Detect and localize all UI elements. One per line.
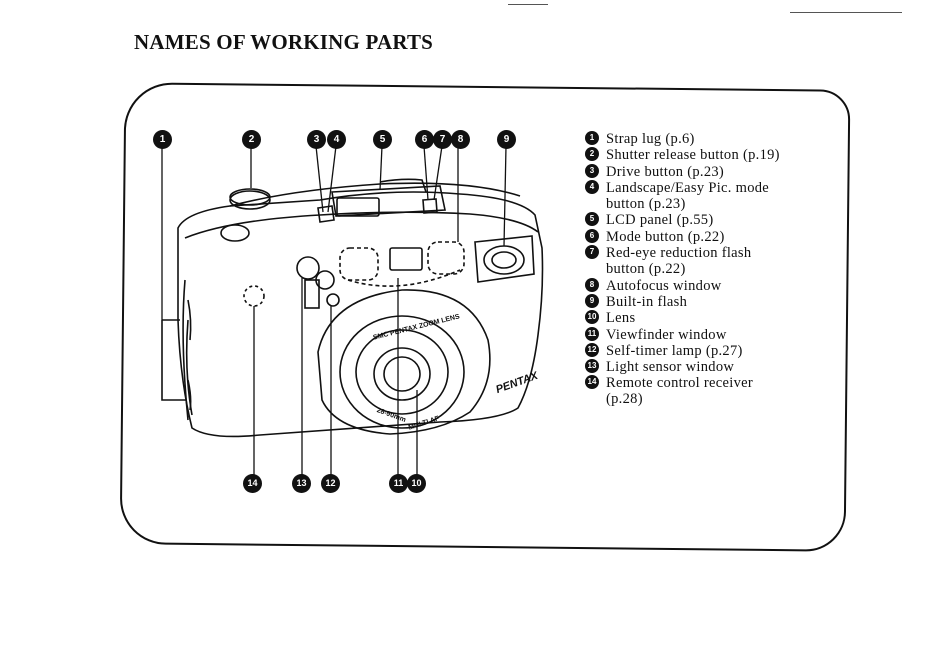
part-label: Shutter release button (p.19) xyxy=(606,147,780,164)
part-label: Lens xyxy=(606,310,636,327)
part-item: 12 Self-timer lamp (p.27) xyxy=(585,342,835,359)
part-item: 2 Shutter release button (p.19) xyxy=(585,147,835,163)
callout-10: 10 xyxy=(407,474,426,493)
part-label: LCD panel (p.55) xyxy=(606,212,714,229)
part-item: 7 Red-eye reduction flash button (p.22) xyxy=(585,245,835,278)
part-item: 11 Viewfinder window xyxy=(585,326,835,343)
callout-2: 2 xyxy=(242,130,261,149)
part-label-cont: button (p.23) xyxy=(606,195,686,212)
part-label: Mode button (p.22) xyxy=(606,228,725,245)
part-number: 1 xyxy=(585,131,599,145)
callout-14: 14 xyxy=(243,474,262,493)
callout-3: 3 xyxy=(307,130,326,149)
part-item: 10 Lens xyxy=(585,310,835,326)
part-item: 3 Drive button (p.23) xyxy=(585,163,835,180)
part-label: Strap lug (p.6) xyxy=(606,131,695,147)
part-label: Light sensor window xyxy=(606,359,735,376)
part-number: 3 xyxy=(585,163,599,178)
callout-6: 6 xyxy=(415,130,434,149)
part-label: Self-timer lamp (p.27) xyxy=(606,342,743,359)
part-label: Drive button (p.23) xyxy=(606,163,725,180)
part-label: Landscape/Easy Pic. mode xyxy=(606,179,770,196)
camera-illustration xyxy=(161,145,544,482)
part-number: 5 xyxy=(585,212,599,227)
part-number: 13 xyxy=(585,359,599,374)
scan-artifact-top xyxy=(508,4,548,5)
part-item: 8 Autofocus window xyxy=(585,277,835,294)
part-item: 9 Built-in flash xyxy=(585,293,835,310)
callout-12: 12 xyxy=(321,474,340,493)
part-item: 13 Light sensor window xyxy=(585,359,835,375)
part-label-cont: button (p.22) xyxy=(606,261,686,278)
parts-list: 1 Strap lug (p.6) 2 Shutter release butt… xyxy=(585,131,835,408)
part-label: Viewfinder window xyxy=(606,326,727,343)
part-item: 6 Mode button (p.22) xyxy=(585,228,835,245)
part-label: Remote control receiver xyxy=(606,375,754,392)
part-label: Built-in flash xyxy=(606,293,688,310)
part-number: 4 xyxy=(585,179,599,194)
callout-9: 9 xyxy=(497,130,516,149)
camera-diagram: SMC PENTAX ZOOM LENS 28-90mm MULTI AF PE… xyxy=(140,120,580,500)
part-number: 2 xyxy=(585,147,599,162)
part-number: 12 xyxy=(585,342,599,357)
callout-13: 13 xyxy=(292,474,311,493)
callout-5: 5 xyxy=(373,130,392,149)
part-number: 7 xyxy=(585,245,599,260)
part-label: Red-eye reduction flash xyxy=(606,245,752,262)
part-label-cont: (p.28) xyxy=(606,391,643,408)
callout-7: 7 xyxy=(433,130,452,149)
scan-artifact-right xyxy=(790,12,902,13)
callout-11: 11 xyxy=(389,474,408,493)
part-item: 4 Landscape/Easy Pic. mode button (p.23) xyxy=(585,179,835,213)
part-item: 14 Remote control receiver (p.28) xyxy=(585,375,835,408)
page-title: NAMES OF WORKING PARTS xyxy=(134,30,434,54)
part-item: 5 LCD panel (p.55) xyxy=(585,212,835,228)
part-label: Autofocus window xyxy=(606,277,722,294)
part-number: 9 xyxy=(585,293,599,308)
callout-1: 1 xyxy=(153,130,172,149)
callout-4: 4 xyxy=(327,130,346,149)
part-number: 10 xyxy=(585,310,599,325)
part-number: 11 xyxy=(585,326,599,341)
part-number: 6 xyxy=(585,228,599,243)
part-number: 8 xyxy=(585,277,599,292)
part-number: 14 xyxy=(585,375,599,390)
callout-8: 8 xyxy=(451,130,470,149)
part-item: 1 Strap lug (p.6) xyxy=(585,131,835,147)
